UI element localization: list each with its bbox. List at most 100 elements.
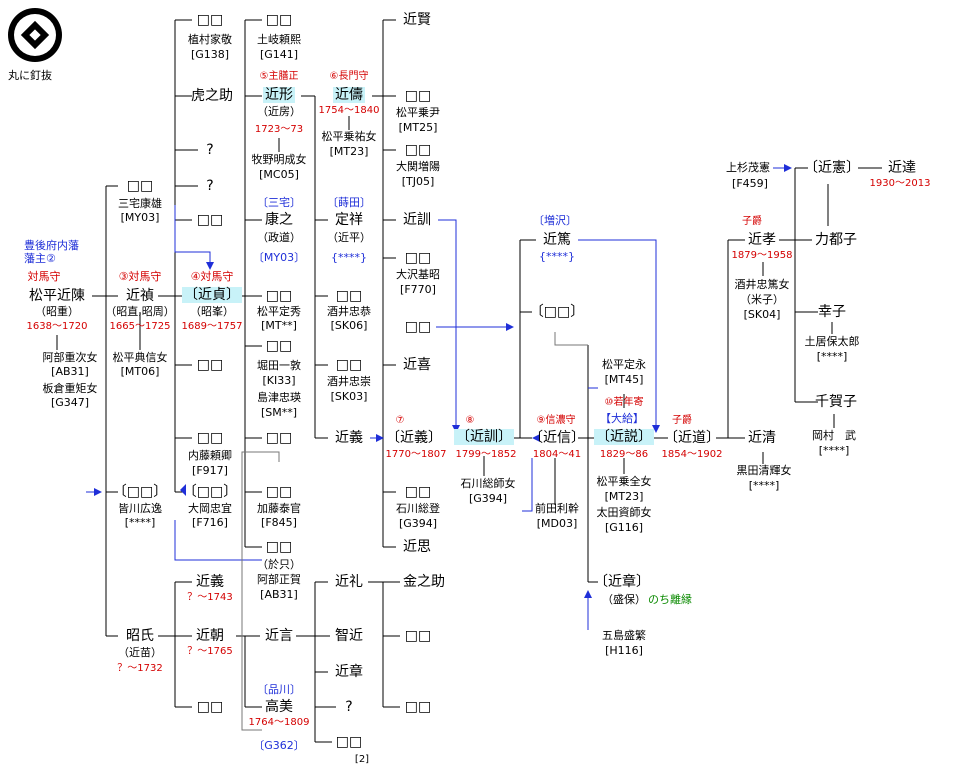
toki-sub2: [G141]	[259, 48, 299, 61]
chikataka-spouse1: 酒井忠篤女	[734, 278, 790, 291]
chikayoshi6-name: 近儔	[333, 87, 365, 103]
chikanari-alias: （近房）	[257, 105, 301, 118]
box-ki33-sub3: 島津忠瑛	[257, 391, 301, 404]
box-mid4-name: □□	[265, 430, 293, 446]
yasuyuki-alias: （政道）	[257, 231, 301, 244]
domain-note-line2: 藩主②	[24, 252, 56, 265]
chikanobu9-years: 1804〜41	[532, 449, 582, 460]
chikataka-years: 1879〜1958	[731, 250, 793, 261]
box-mt-sub1: 松平定秀	[257, 305, 301, 318]
yasuyuki-name: 康之	[265, 212, 293, 228]
akiuji-name: 昭氏	[126, 628, 154, 644]
box-minagawa-sub1: 皆川広逸	[118, 502, 162, 515]
chikanari-spouse: 牧野明成女	[251, 153, 307, 166]
box-my03-sub2: [MY03]	[120, 211, 160, 224]
box-my03-name: □□	[126, 178, 154, 194]
box-f917-name: □□	[196, 430, 224, 446]
chikatsura-spouse2: 板倉重矩女	[42, 382, 98, 395]
akiuji-years: ？〜1732	[117, 663, 163, 674]
chikakoto-name: 近言	[265, 628, 293, 644]
sachiko-spouse-ref: [****]	[816, 350, 848, 363]
chikayoshi7-name: 〔近義〕	[386, 430, 442, 446]
chikanao-alias: （昭直,昭周）	[105, 305, 175, 318]
maru-ni-kuginuki-crest-icon	[8, 8, 62, 62]
chikatsura-alias: （昭重）	[35, 305, 79, 318]
chikamori-years: ？〜1765	[187, 646, 233, 657]
takami-name: 高美	[265, 699, 293, 715]
box-r1-name: □□	[404, 628, 432, 644]
sachiko-spouse: 土居保太郎	[804, 335, 860, 348]
chikatoki-years: 1829〜86	[599, 449, 649, 460]
chikayoshi6-title: ⑥長門守	[329, 71, 369, 82]
chikanao-spouse: 松平典信女	[112, 351, 168, 364]
chikaaki2-note: のち離縁	[648, 593, 692, 606]
chikashi-name: 近思	[403, 539, 431, 555]
chikanari-name: 近形	[263, 87, 295, 103]
q1-name: ?	[206, 142, 214, 158]
chikarei-name: 近礼	[335, 574, 363, 590]
box-mid3-name: □□	[404, 319, 432, 335]
crest-label: 丸に釘抜	[8, 69, 52, 82]
toranosuke-name: 虎之助	[191, 88, 233, 104]
chikanobu9-spouse-ref: [MD03]	[536, 517, 578, 530]
box-ishikawa-name: □□	[404, 484, 432, 500]
chikanori8-spouse-ref: [G394]	[468, 492, 508, 505]
q2-name: ?	[206, 178, 214, 194]
box-ki33-sub1: 堀田一敦	[257, 359, 301, 372]
chikaatsu-tag: 〔増沢〕	[533, 214, 577, 227]
chikayoshi-name: 近義	[335, 430, 363, 446]
box-f917-sub2: [F917]	[192, 464, 228, 477]
chikako-spouse: 岡村 武	[812, 429, 856, 442]
chikatsura-spouse1-ref: [AB31]	[51, 365, 89, 378]
box-ki33-sub4: [SM**]	[260, 406, 298, 419]
chikako-name: 千賀子	[815, 394, 857, 410]
chikataka-spouse-ref: [SK04]	[743, 308, 781, 321]
rikatsuko-name: 力都子	[815, 232, 857, 248]
chikanari-title: ⑤主膳正	[259, 71, 299, 82]
sadayoshi-tag: 〔蒔田〕	[327, 196, 371, 209]
chikatoki-spouse1: 松平乗全女	[596, 475, 652, 488]
chikanari-years: 1723〜73	[254, 124, 304, 135]
chikataka-title: 子爵	[742, 216, 762, 227]
box-sk06-sub2: [SK06]	[330, 319, 368, 332]
box-ki33-sub2: [KI33]	[262, 374, 296, 387]
chikaaki-name: 近章	[335, 664, 363, 680]
takami-years: 1764〜1809	[248, 717, 310, 728]
toki-sub1: 土岐頼熙	[257, 33, 301, 46]
ueki-sub2: [G138]	[190, 48, 230, 61]
box-sk06-name: □□	[335, 288, 363, 304]
chikatsura-name: 松平近陳	[29, 288, 85, 304]
chikaaki2-name: 〔近章〕	[594, 574, 650, 590]
box-mid2-name: □□	[196, 357, 224, 373]
chikataka-name: 近孝	[748, 232, 776, 248]
chikako-spouse-ref: [****]	[818, 444, 850, 457]
yasuyuki-ref: 〔MY03〕	[252, 251, 306, 264]
chikayoshi2-name: 近義	[196, 574, 224, 590]
chikanari-spouse-ref: [MC05]	[259, 168, 299, 181]
toki-name: □□	[265, 12, 293, 28]
box-mt-name: □□	[265, 288, 293, 304]
domain-note-line1: 豊後府内藩	[24, 239, 79, 252]
chikatsura-title: 対馬守	[27, 270, 61, 283]
chikanori8-title: ⑧	[465, 415, 475, 426]
box-sk03-sub1: 酒井忠崇	[327, 375, 371, 388]
chikatoki-tag: 【大給】	[600, 412, 644, 425]
chikasada-title: ④対馬守	[190, 270, 234, 283]
chikakiyo-spouse: 黒田清輝女	[736, 464, 792, 477]
box-last-name: □□	[335, 734, 363, 750]
chikaatsu-name: 近篤	[543, 232, 571, 248]
ozeki-sub2: [TJ05]	[401, 175, 435, 188]
chikanori8-spouse: 石川総師女	[460, 477, 516, 490]
ozeki-name: □□	[404, 142, 432, 158]
box-mid1-name: □□	[196, 212, 224, 228]
chikatoki-title: ⑩若年寄	[604, 397, 644, 408]
chikatoki-spouse2: 太田資師女	[596, 506, 652, 519]
chikayoshi7-years: 1770〜1807	[385, 449, 447, 460]
chikamichi-years: 1854〜1902	[661, 449, 723, 460]
sadanaga-ref: [MT45]	[604, 373, 644, 386]
box-sk03-sub2: [SK03]	[330, 390, 368, 403]
chikanao-title: ③対馬守	[118, 270, 162, 283]
chikamori-name: 近朝	[196, 628, 224, 644]
